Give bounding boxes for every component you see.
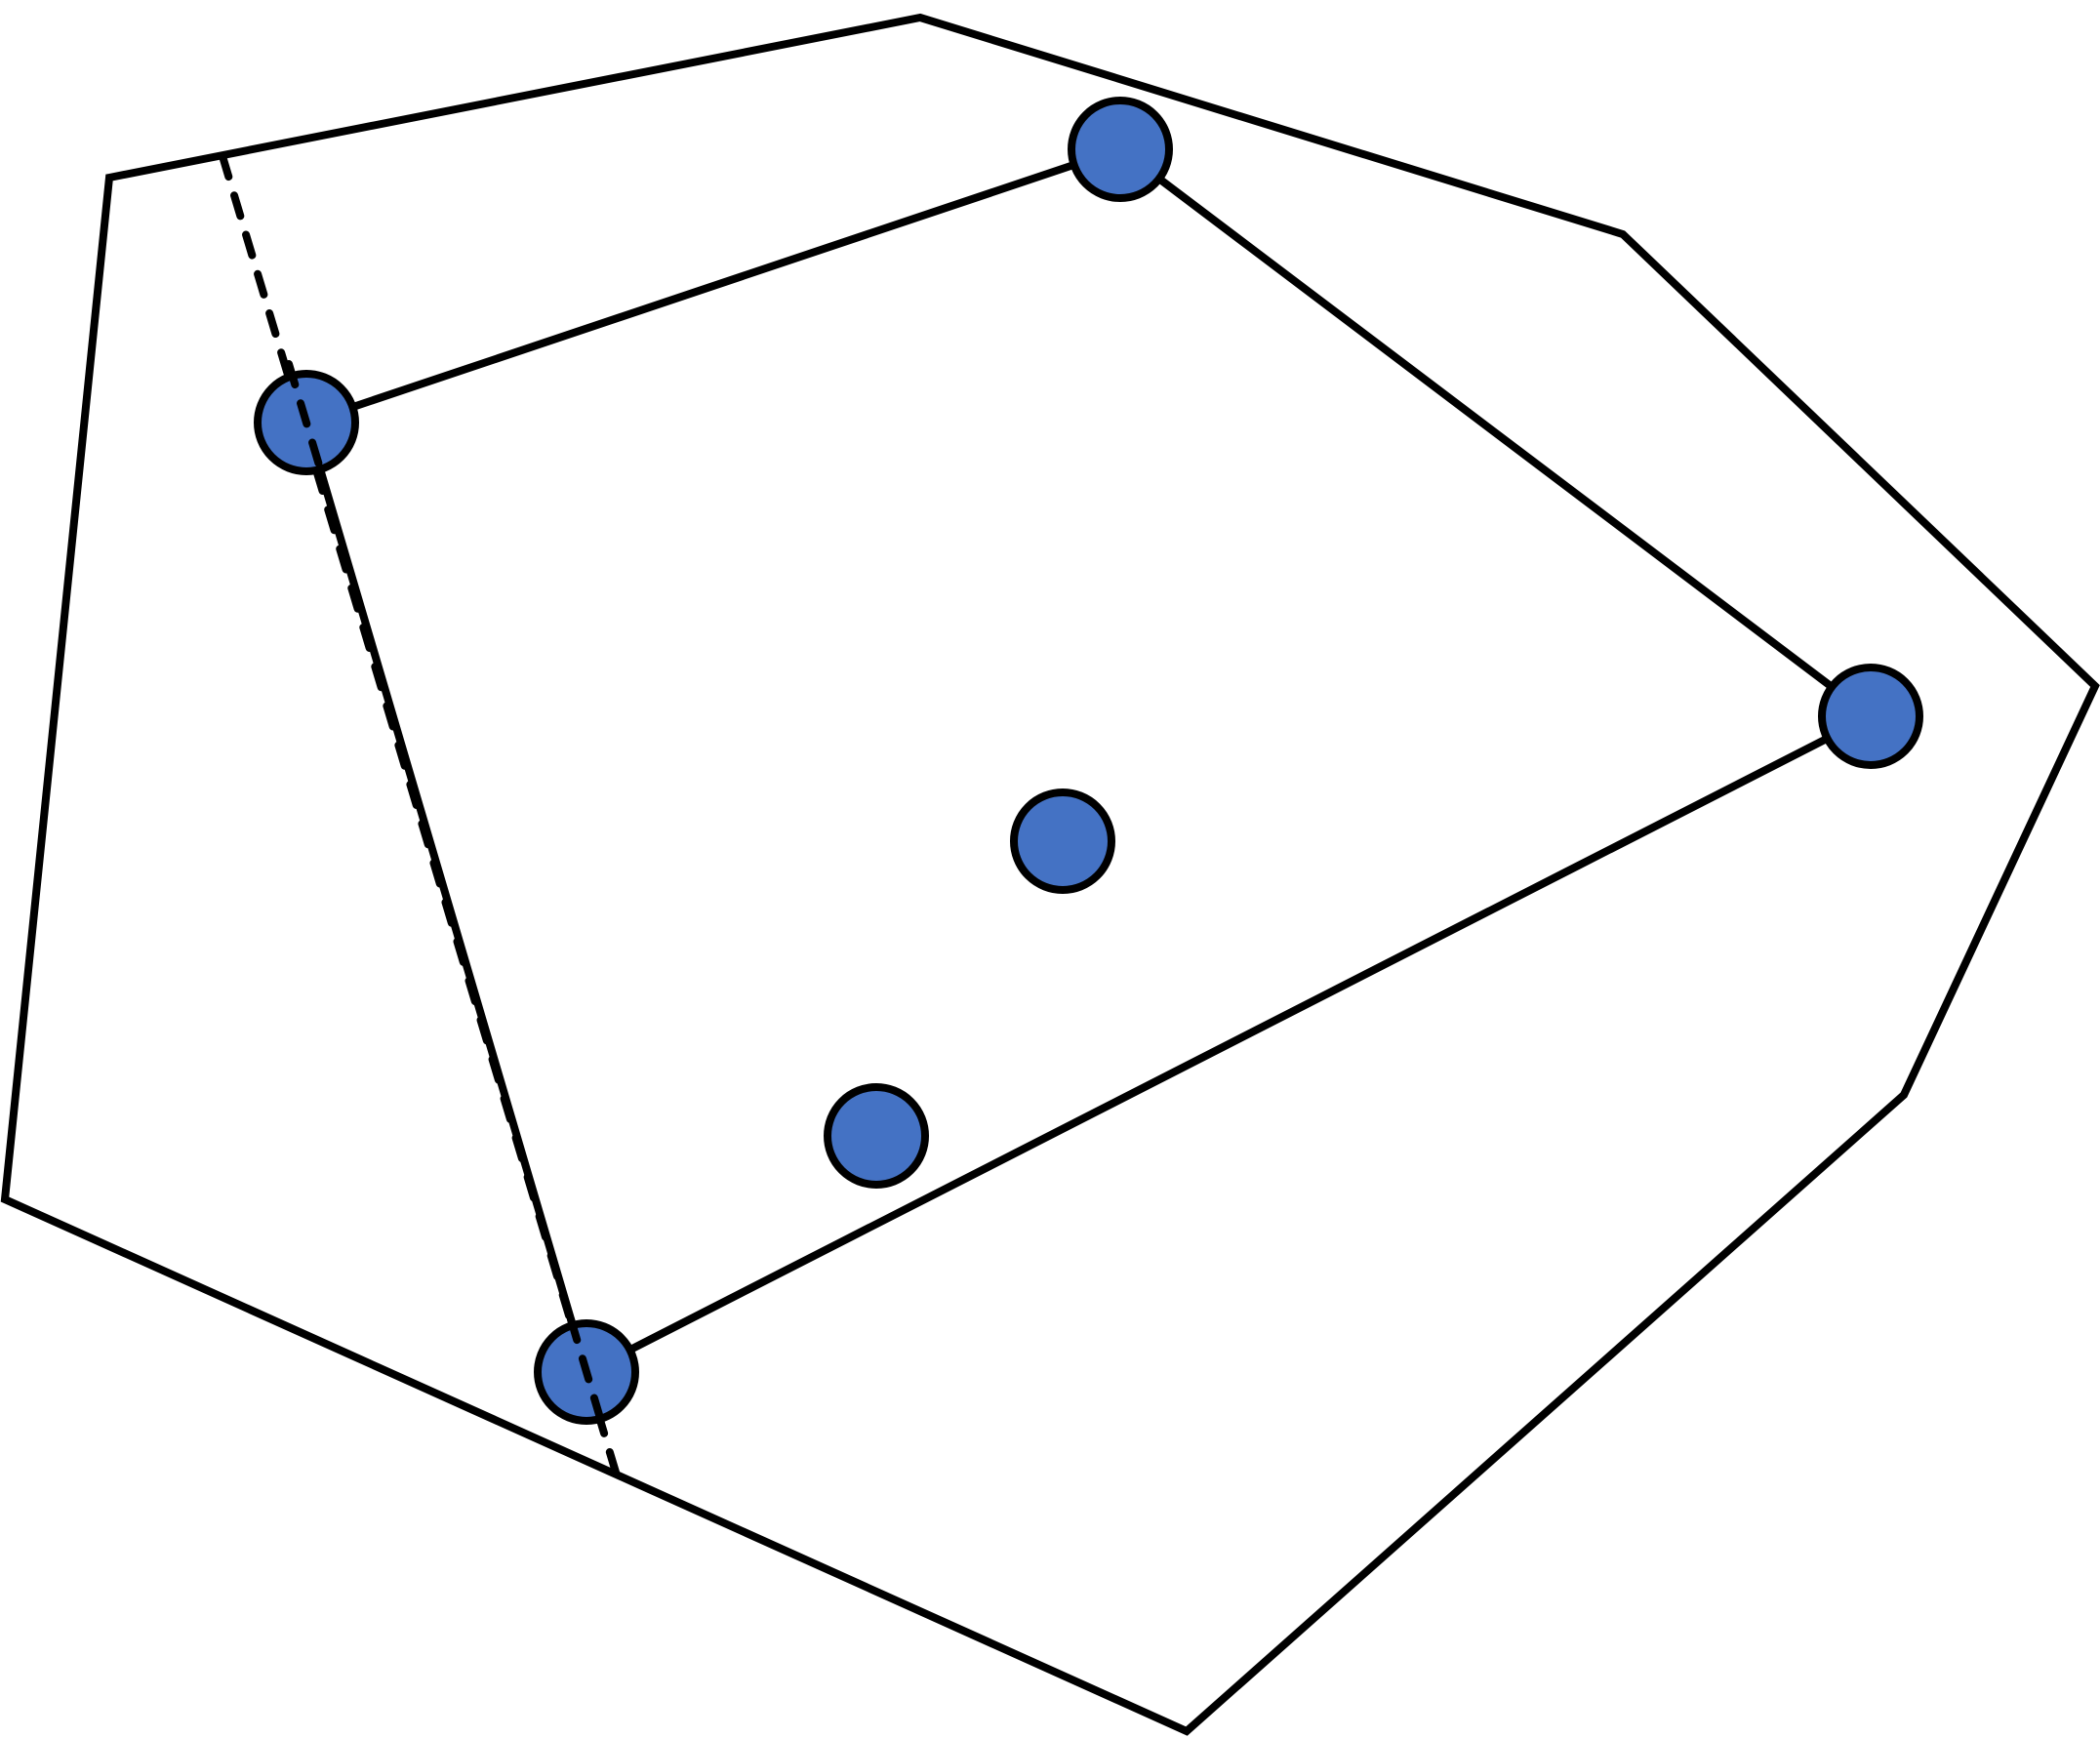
point-center bbox=[1010, 788, 1115, 894]
dashed-overlay-left bbox=[285, 360, 324, 472]
inner-hull-polygon bbox=[302, 144, 1878, 1378]
point-right bbox=[1818, 664, 1923, 769]
outer-polygon bbox=[0, 13, 2100, 1736]
point-lower-center bbox=[824, 1083, 929, 1189]
dashed-overlay-bottom bbox=[567, 1315, 609, 1438]
points-group bbox=[254, 97, 1923, 1425]
point-top bbox=[1068, 97, 1173, 202]
